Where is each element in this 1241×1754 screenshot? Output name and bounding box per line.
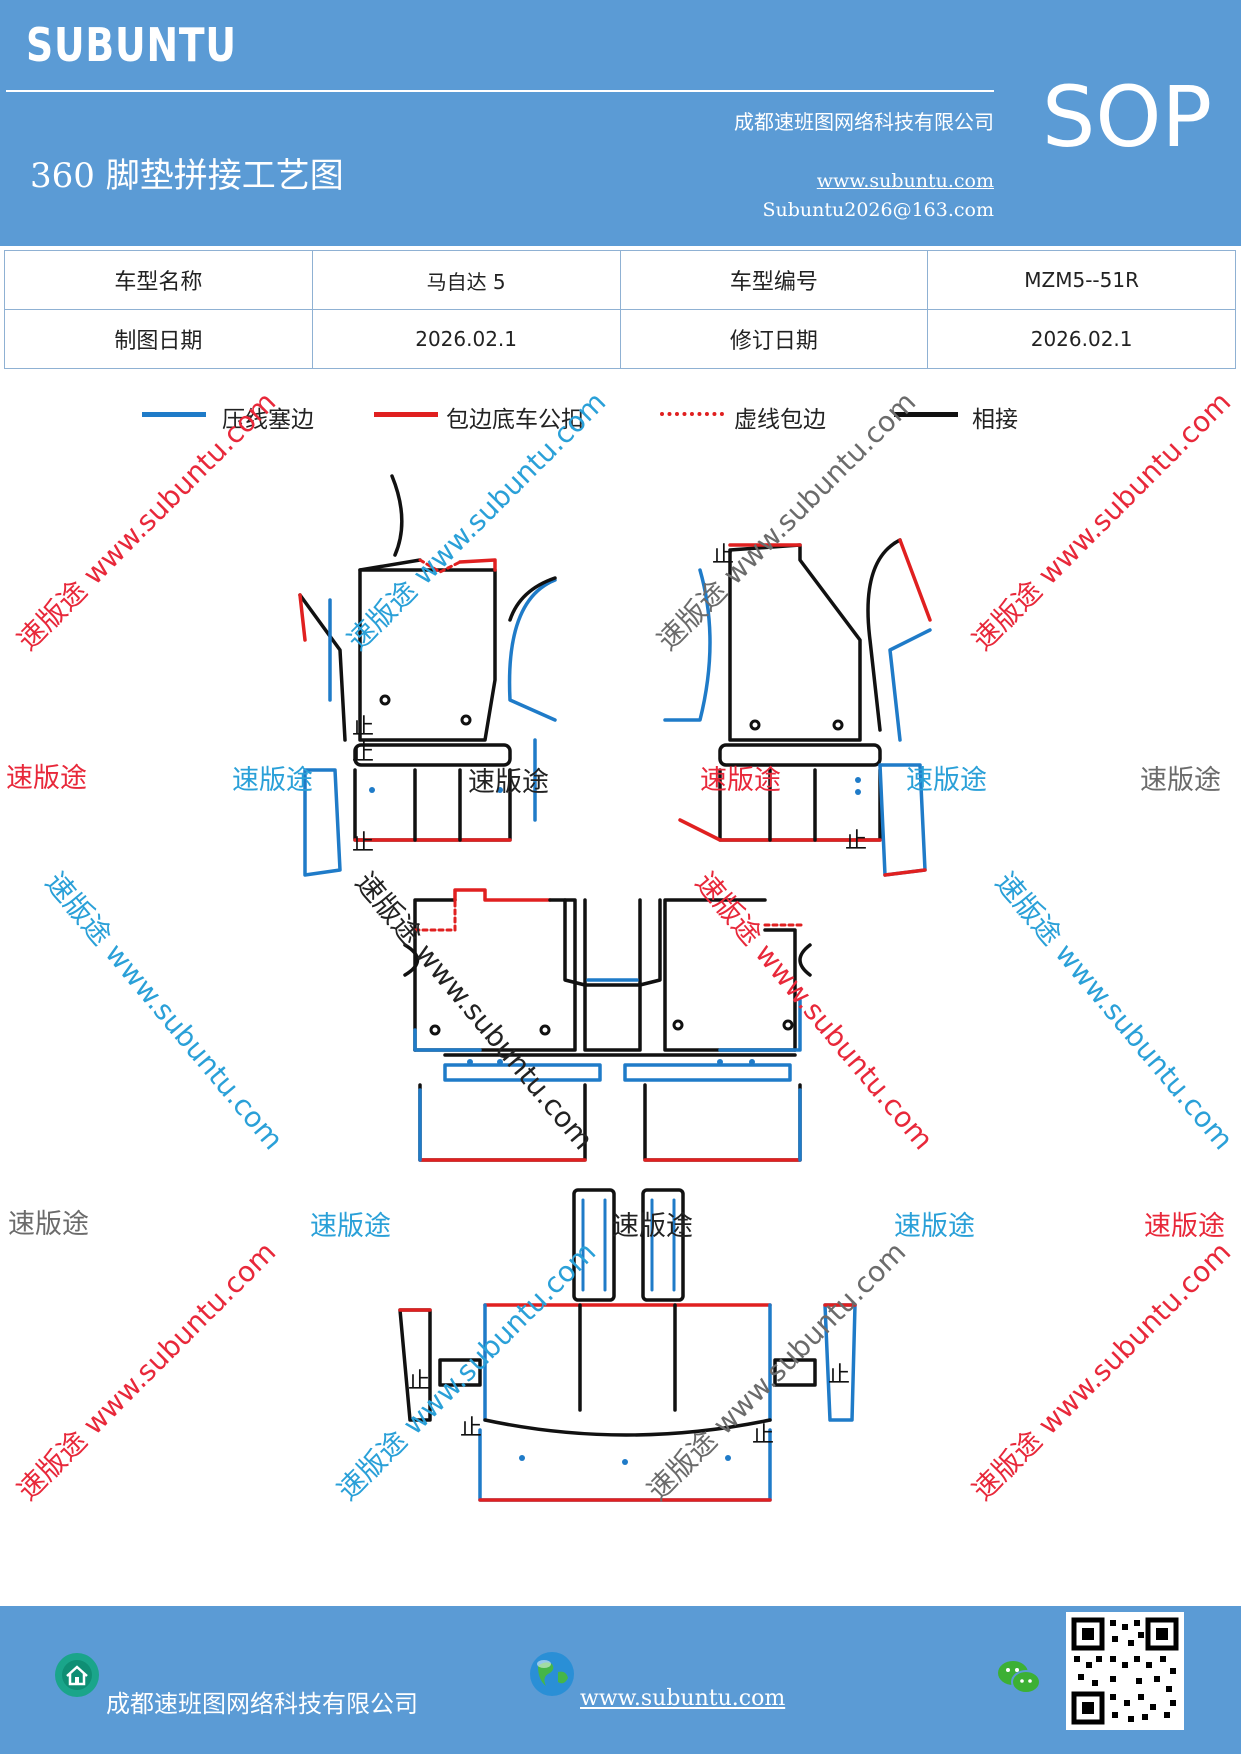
label-car-model: 车型名称 (4, 250, 313, 310)
stop-mark: 止 (712, 543, 734, 568)
value-model-code: MZM5--51R (927, 250, 1236, 310)
stop-mark: 止 (352, 715, 374, 740)
document-title: 360 脚垫拼接工艺图 (30, 156, 344, 196)
brand-logo: SUBUNTU (26, 18, 237, 72)
table-row: 车型名称 马自达 5 车型编号 MZM5--51R (4, 250, 1236, 310)
website-link[interactable]: www.subuntu.com (816, 170, 994, 192)
sop-badge: SOP (1042, 68, 1213, 166)
value-revision-date: 2026.02.1 (927, 309, 1236, 369)
watermark: 速版途 (894, 1211, 975, 1242)
value-draw-date: 2026.02.1 (311, 309, 621, 369)
stop-mark: 止 (408, 1369, 430, 1394)
legend-swatch-blue (142, 412, 206, 417)
stop-mark: 止 (460, 1416, 482, 1441)
legend-label: 压线塞边 (222, 407, 314, 433)
rear-mat (398, 1188, 857, 1502)
watermark: 速版途 (906, 765, 987, 796)
legend-label: 相接 (972, 407, 1018, 433)
watermark: 速版途 (1144, 1211, 1225, 1242)
footer-banner: 成都速班图网络科技有限公司 www.subuntu.com (0, 1606, 1241, 1754)
legend-swatch-black (894, 412, 958, 417)
header-divider (6, 90, 994, 92)
watermark: 速版途 (232, 765, 313, 796)
watermark: 速版途 (310, 1211, 391, 1242)
front-right-mat (663, 538, 932, 877)
table-row: 制图日期 2026.02.1 修订日期 2026.02.1 (4, 309, 1236, 369)
email-address: Subuntu2026@163.com (762, 199, 994, 221)
stop-mark: 止 (352, 741, 374, 766)
globe-icon (530, 1652, 574, 1696)
front-left-mat (298, 474, 557, 877)
watermark: 速版途 (6, 763, 87, 794)
value-car-model: 马自达 5 (311, 250, 621, 310)
header-banner: SUBUNTU 成都速班图网络科技有限公司 360 脚垫拼接工艺图 www.su… (0, 0, 1241, 246)
label-model-code: 车型编号 (619, 250, 929, 310)
watermark: 速版途 (468, 767, 549, 798)
label-draw-date: 制图日期 (4, 309, 313, 369)
footer-company: 成都速班图网络科技有限公司 (106, 1690, 418, 1718)
home-icon (55, 1653, 99, 1697)
stop-mark: 止 (352, 831, 374, 856)
legend-label: 虚线包边 (734, 407, 826, 433)
legend-label: 包边底车公扣 (446, 407, 584, 433)
legend-swatch-red (374, 412, 438, 417)
second-row-mat (403, 888, 812, 1162)
watermark: 速版途 (700, 765, 781, 796)
legend-swatch-red-dotted (660, 412, 724, 416)
wechat-icon[interactable] (996, 1658, 1042, 1698)
qr-code[interactable] (1066, 1612, 1184, 1730)
vehicle-info-table: 车型名称 马自达 5 车型编号 MZM5--51R 制图日期 2026.02.1… (4, 250, 1236, 369)
stop-mark: 止 (845, 829, 867, 854)
watermark: 速版途 (612, 1211, 693, 1242)
stop-mark: 止 (752, 1423, 774, 1448)
stop-mark: 止 (828, 1363, 850, 1388)
label-revision-date: 修订日期 (619, 309, 929, 369)
qr-code-icon (1071, 1617, 1179, 1725)
watermark: 速版途 (1140, 765, 1221, 796)
company-name: 成都速班图网络科技有限公司 (734, 110, 994, 134)
footer-website-link[interactable]: www.subuntu.com (580, 1686, 786, 1711)
watermark: 速版途 (8, 1209, 89, 1240)
floor-mat-diagram: 止 止 止 止 止 止 止 止 止 (298, 474, 932, 1502)
